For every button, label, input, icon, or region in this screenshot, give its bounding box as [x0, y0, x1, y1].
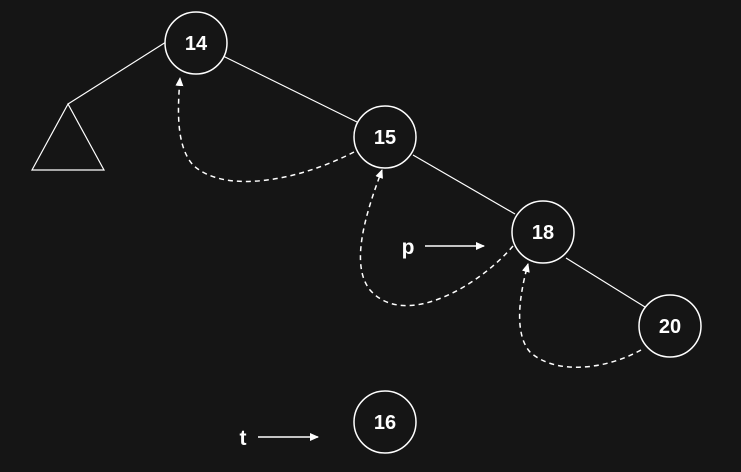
node-20-label: 20	[659, 316, 681, 338]
edge-subtree-14	[67, 41, 167, 105]
node-14: 14	[164, 11, 228, 75]
pointer-label-t: t	[240, 427, 247, 450]
subtree-triangle	[30, 102, 106, 171]
node-16: 16	[353, 390, 417, 454]
node-20: 20	[638, 294, 702, 358]
edge-18-20	[565, 257, 646, 308]
node-18: 18	[511, 200, 575, 264]
node-18-label: 18	[532, 222, 554, 244]
edge-15-18	[412, 154, 516, 215]
back-pointer-18-to-15	[359, 169, 514, 307]
edge-14-15	[222, 55, 358, 123]
pointer-label-p: p	[402, 236, 415, 259]
node-16-label: 16	[374, 412, 396, 434]
back-pointer-15-to-14	[175, 77, 355, 183]
node-14-label: 14	[185, 33, 208, 55]
back-pointer-20-to-18	[518, 263, 642, 368]
node-15-label: 15	[374, 127, 396, 149]
node-15: 15	[353, 105, 417, 169]
